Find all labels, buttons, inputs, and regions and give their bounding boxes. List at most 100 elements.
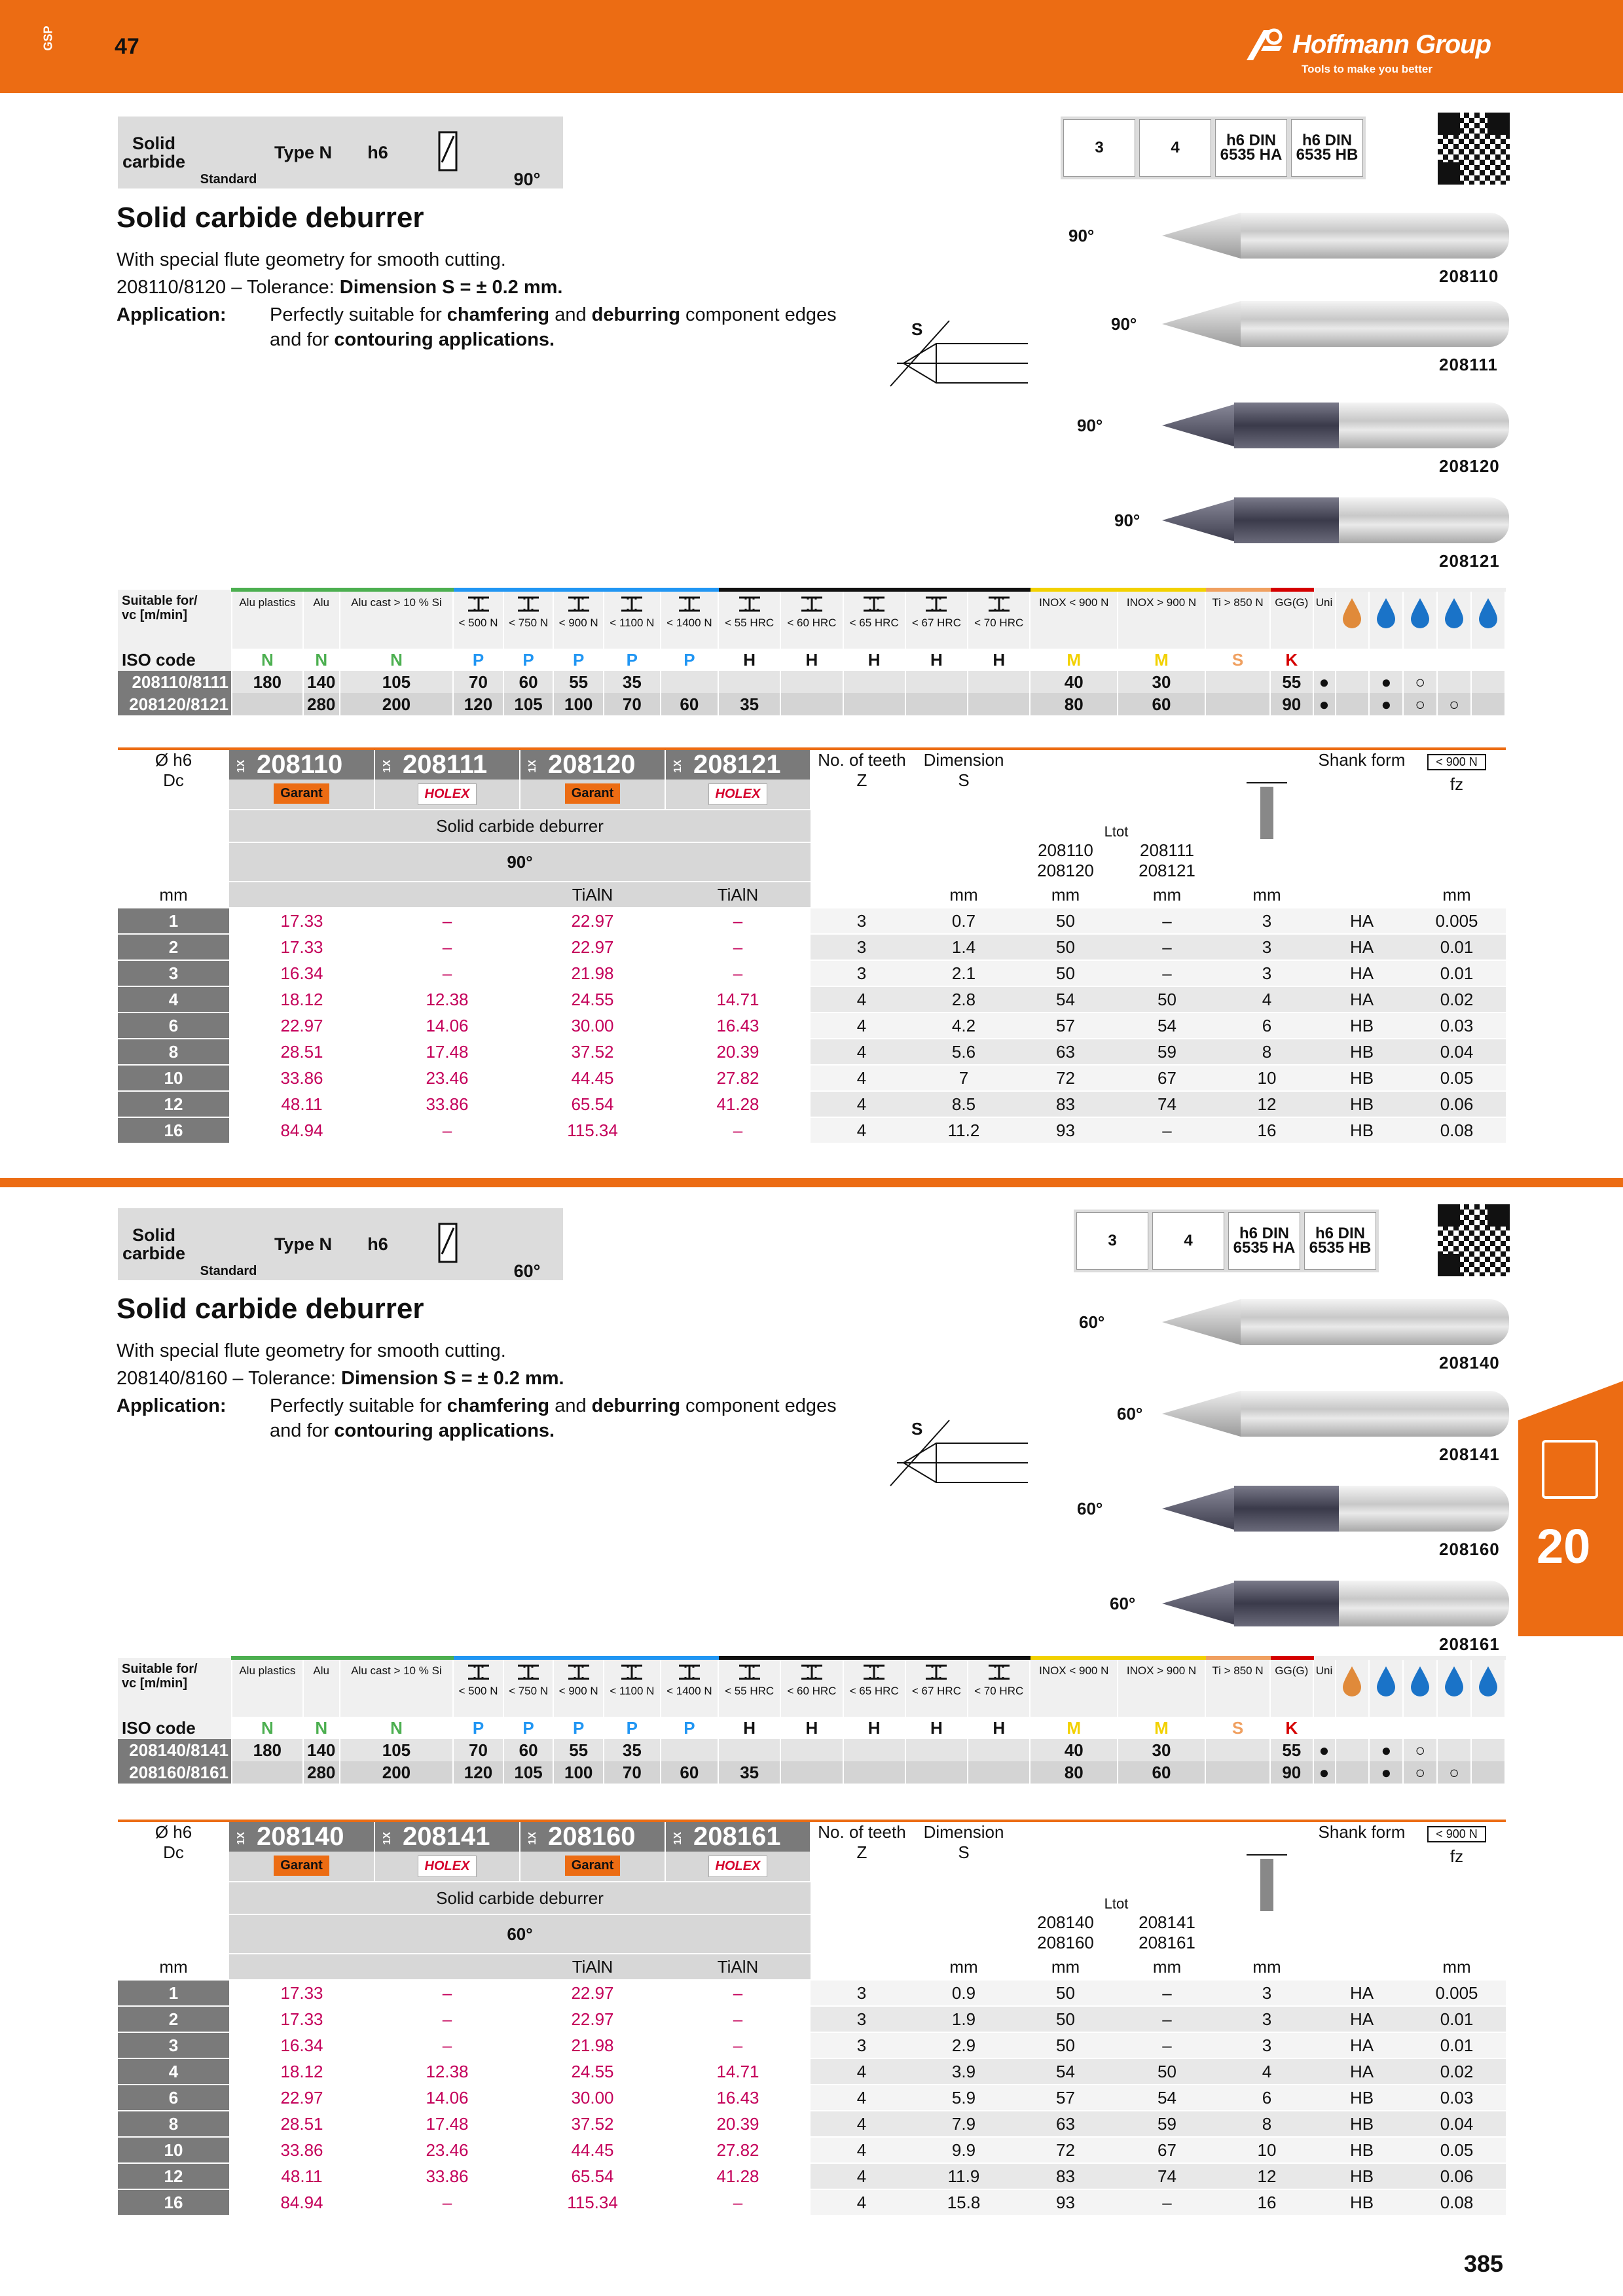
- price-cell[interactable]: –: [374, 2032, 520, 2059]
- price-cell[interactable]: –: [374, 960, 520, 987]
- spec-cell: 93: [1015, 1117, 1116, 1144]
- price-cell[interactable]: 17.48: [374, 2111, 520, 2138]
- price-cell[interactable]: 22.97: [520, 2006, 665, 2033]
- price-cell[interactable]: 27.82: [665, 1065, 811, 1092]
- price-cell[interactable]: 20.39: [665, 1039, 811, 1066]
- price-cell[interactable]: –: [374, 2006, 520, 2033]
- fz-box: < 900 N: [1427, 754, 1486, 770]
- price-cell[interactable]: 16.43: [665, 1013, 811, 1039]
- price-cell[interactable]: –: [665, 1117, 811, 1144]
- tool-shape-icon: [416, 1208, 488, 1280]
- order-code[interactable]: 208110: [257, 750, 343, 779]
- s-label: S: [911, 319, 923, 339]
- iso-code: N: [232, 1717, 304, 1739]
- price-cell[interactable]: –: [374, 1980, 520, 2007]
- price-cell[interactable]: 23.46: [374, 1065, 520, 1092]
- price-cell[interactable]: 84.94: [229, 2189, 374, 2216]
- price-cell[interactable]: –: [665, 908, 811, 935]
- price-cell[interactable]: 33.86: [374, 2163, 520, 2190]
- price-cell[interactable]: 21.98: [520, 2032, 665, 2059]
- tolerance-label: h6: [342, 1208, 414, 1280]
- order-code[interactable]: 208160: [548, 1822, 636, 1851]
- price-cell[interactable]: –: [665, 960, 811, 987]
- price-cell[interactable]: 22.97: [229, 2085, 374, 2111]
- iso-code: P: [503, 1717, 555, 1739]
- price-cell[interactable]: 17.33: [229, 2006, 374, 2033]
- chapter-tab[interactable]: 20: [1518, 1381, 1623, 1636]
- order-code[interactable]: 208141: [403, 1822, 490, 1851]
- iso-code: [1369, 1717, 1404, 1739]
- price-cell[interactable]: 41.28: [665, 1091, 811, 1118]
- suit-col-header: INOX < 900 N: [1030, 1656, 1119, 1717]
- price-cell[interactable]: 17.33: [229, 1980, 374, 2007]
- brand-logo[interactable]: Hoffmann Group Tools to make you better: [1244, 27, 1519, 80]
- price-cell[interactable]: –: [665, 2006, 811, 2033]
- price-cell[interactable]: 14.71: [665, 2058, 811, 2085]
- price-cell[interactable]: –: [665, 934, 811, 961]
- price-cell[interactable]: –: [374, 1117, 520, 1144]
- qr-code-icon[interactable]: [1438, 1204, 1510, 1276]
- price-cell[interactable]: 14.06: [374, 2085, 520, 2111]
- price-cell[interactable]: 48.11: [229, 1091, 374, 1118]
- price-cell[interactable]: 41.28: [665, 2163, 811, 2190]
- price-cell[interactable]: 24.55: [520, 2058, 665, 2085]
- price-cell[interactable]: 33.86: [229, 1065, 374, 1092]
- price-cell[interactable]: 30.00: [520, 2085, 665, 2111]
- spec-cell: HB: [1316, 1117, 1408, 1144]
- price-cell[interactable]: 12.38: [374, 986, 520, 1013]
- price-cell[interactable]: 37.52: [520, 2111, 665, 2138]
- spec-cell: HB: [1316, 2163, 1408, 2190]
- price-cell[interactable]: 23.46: [374, 2137, 520, 2164]
- price-cell[interactable]: 48.11: [229, 2163, 374, 2190]
- price-cell[interactable]: 14.71: [665, 986, 811, 1013]
- price-cell[interactable]: 27.82: [665, 2137, 811, 2164]
- price-cell[interactable]: 115.34: [520, 2189, 665, 2216]
- price-cell[interactable]: –: [665, 2032, 811, 2059]
- price-cell[interactable]: 44.45: [520, 1065, 665, 1092]
- price-cell[interactable]: 21.98: [520, 960, 665, 987]
- price-cell[interactable]: 33.86: [229, 2137, 374, 2164]
- price-cell[interactable]: 16.34: [229, 960, 374, 987]
- price-cell[interactable]: 22.97: [520, 1980, 665, 2007]
- price-cell[interactable]: 28.51: [229, 2111, 374, 2138]
- tool-angle-cell: 60°: [229, 1914, 811, 1954]
- price-cell[interactable]: 33.86: [374, 1091, 520, 1118]
- price-cell[interactable]: 18.12: [229, 2058, 374, 2085]
- app-line2-pre: and for: [270, 329, 329, 350]
- order-code[interactable]: 208121: [693, 750, 781, 779]
- price-cell[interactable]: 22.97: [520, 934, 665, 961]
- price-cell[interactable]: 44.45: [520, 2137, 665, 2164]
- qr-code-icon[interactable]: [1438, 113, 1510, 185]
- material-label: Solid carbide: [118, 117, 190, 188]
- price-cell[interactable]: 12.38: [374, 2058, 520, 2085]
- price-cell[interactable]: 30.00: [520, 1013, 665, 1039]
- price-cell[interactable]: 28.51: [229, 1039, 374, 1066]
- price-cell[interactable]: 37.52: [520, 1039, 665, 1066]
- price-cell[interactable]: 16.43: [665, 2085, 811, 2111]
- price-cell[interactable]: 16.34: [229, 2032, 374, 2059]
- price-cell[interactable]: –: [374, 908, 520, 935]
- price-cell[interactable]: –: [374, 2189, 520, 2216]
- order-code[interactable]: 208161: [693, 1822, 781, 1851]
- price-cell[interactable]: 22.97: [520, 908, 665, 935]
- price-cell[interactable]: 18.12: [229, 986, 374, 1013]
- price-cell[interactable]: 17.48: [374, 1039, 520, 1066]
- price-cell[interactable]: –: [665, 2189, 811, 2216]
- suit-value: [1205, 1739, 1271, 1761]
- order-code[interactable]: 208140: [257, 1822, 344, 1851]
- price-cell[interactable]: 24.55: [520, 986, 665, 1013]
- order-code[interactable]: 208120: [548, 750, 636, 779]
- price-cell[interactable]: –: [665, 1980, 811, 2007]
- price-cell[interactable]: 65.54: [520, 2163, 665, 2190]
- price-cell[interactable]: 22.97: [229, 1013, 374, 1039]
- price-cell[interactable]: 17.33: [229, 934, 374, 961]
- suit-col-header: INOX > 900 N: [1118, 588, 1206, 649]
- price-cell[interactable]: 20.39: [665, 2111, 811, 2138]
- price-cell[interactable]: 115.34: [520, 1117, 665, 1144]
- price-cell[interactable]: 65.54: [520, 1091, 665, 1118]
- order-code[interactable]: 208111: [403, 750, 488, 779]
- price-cell[interactable]: –: [374, 934, 520, 961]
- price-cell[interactable]: 14.06: [374, 1013, 520, 1039]
- price-cell[interactable]: 17.33: [229, 908, 374, 935]
- price-cell[interactable]: 84.94: [229, 1117, 374, 1144]
